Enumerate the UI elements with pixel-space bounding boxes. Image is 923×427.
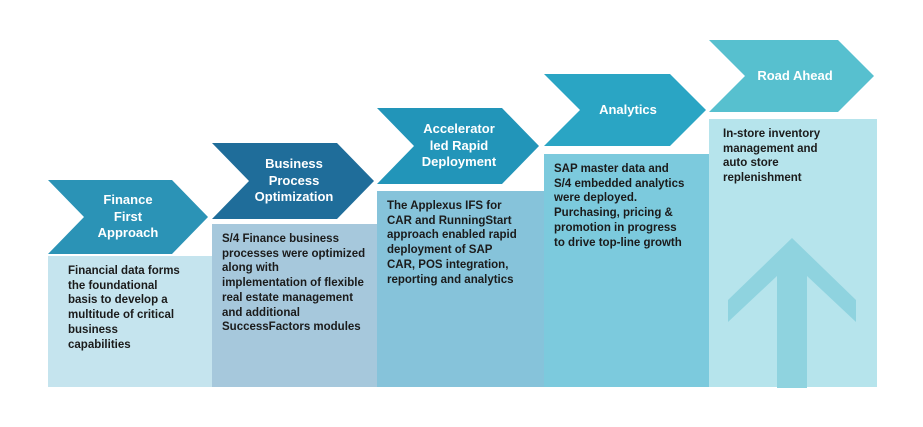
step-5-chevron-shape <box>709 40 874 112</box>
step-1-chevron: Finance First Approach <box>48 180 208 254</box>
up-arrow-icon-shape <box>728 238 856 388</box>
step-3-title-line: Accelerator <box>423 120 495 136</box>
step-3-desc-line: approach enabled rapid <box>387 229 517 242</box>
step-1-title: Finance First Approach <box>78 180 178 254</box>
step-1-desc-line: capabilities <box>68 338 131 351</box>
step-4-desc-line: promotion in progress <box>554 221 677 234</box>
step-5-desc-line: replenishment <box>723 172 802 185</box>
step-1-desc-line: Financial data forms <box>68 265 180 277</box>
step-1-title-line: First <box>113 208 143 224</box>
step-4-desc-line: SAP master data and <box>554 163 669 175</box>
step-5-desc-line: management and <box>723 142 818 155</box>
step-3-chevron-shape <box>377 108 539 184</box>
step-4-chevron-shape <box>544 74 706 146</box>
step-3-title-line: Deployment <box>421 154 497 170</box>
step-3-title: Accelerator led Rapid Deployment <box>403 108 515 184</box>
step-2-desc-line: along with <box>222 262 279 275</box>
step-3-desc-line: CAR, POS integration, <box>387 258 509 271</box>
step-3-desc-line: CAR and RunningStart <box>387 214 512 227</box>
step-2-desc-line: implementation of flexible <box>222 277 364 290</box>
step-5-title: Road Ahead <box>737 40 853 112</box>
step-1-chevron-shape <box>48 180 208 254</box>
step-1-desc-line: multitude of critical <box>68 309 175 322</box>
up-arrow-icon <box>728 238 856 388</box>
step-2-chevron-shape <box>212 143 374 219</box>
step-3-chevron: Accelerator led Rapid Deployment <box>377 108 539 184</box>
step-3-desc-line: deployment of SAP <box>387 244 493 257</box>
step-2-desc-line: S/4 Finance business <box>222 233 339 245</box>
step-3-desc-line: The Applexus IFS for <box>387 200 502 212</box>
step-2-title-line: Optimization <box>254 189 334 205</box>
step-5-desc-line: auto store <box>723 157 779 170</box>
step-2-chevron: Business Process Optimization <box>212 143 374 219</box>
step-4-desc-line: S/4 embedded analytics <box>554 177 685 190</box>
step-4-desc-line: were deployed. <box>554 192 638 205</box>
step-5-title-line: Road Ahead <box>757 67 833 83</box>
step-5-desc-line: In-store inventory <box>723 128 821 140</box>
step-1-title-line: Approach <box>97 225 159 241</box>
step-2-title: Business Process Optimization <box>236 143 352 219</box>
step-2-description: S/4 Finance business processes were opti… <box>212 224 377 387</box>
step-1-title-line: Finance <box>103 191 153 207</box>
step-4-title: Analytics <box>572 74 684 146</box>
step-2-desc-line: processes were optimized <box>222 247 366 260</box>
step-4-title-line: Analytics <box>599 101 657 117</box>
step-2-desc-line: SuccessFactors modules <box>222 321 361 334</box>
step-4-description: SAP master data and S/4 embedded analyti… <box>544 154 709 387</box>
step-4-desc-line: to drive top-line growth <box>554 236 682 249</box>
step-3-desc-line: reporting and analytics <box>387 273 514 286</box>
step-1-description: Financial data forms the foundational ba… <box>48 256 212 387</box>
step-2-desc-line: and additional <box>222 306 300 319</box>
step-1-desc-line: basis to develop a <box>68 294 168 307</box>
step-5-chevron: Road Ahead <box>709 40 874 112</box>
step-3-description: The Applexus IFS for CAR and RunningStar… <box>377 191 544 387</box>
step-2-title-line: Business <box>265 155 323 171</box>
step-2-desc-line: real estate management <box>222 291 354 304</box>
step-3-title-line: led Rapid <box>429 137 489 153</box>
step-4-chevron: Analytics <box>544 74 706 146</box>
step-1-desc-line: the foundational <box>68 279 158 292</box>
step-1-desc-line: business <box>68 323 118 336</box>
step-2-title-line: Process <box>268 172 320 188</box>
step-4-desc-line: Purchasing, pricing & <box>554 207 673 220</box>
